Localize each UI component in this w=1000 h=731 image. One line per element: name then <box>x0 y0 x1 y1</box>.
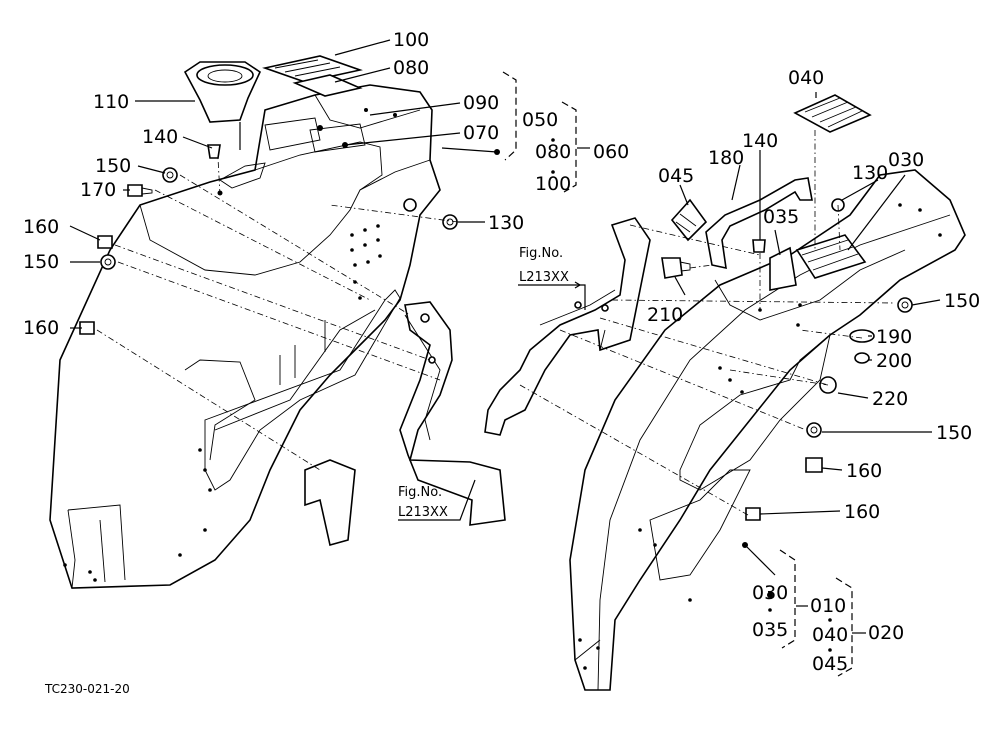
figure-reference-1: Fig.No. L213XX <box>519 246 569 285</box>
leader-lines <box>69 39 941 598</box>
callout-030: 030 <box>888 149 924 171</box>
callout-100: 100 <box>393 29 429 51</box>
grouping-brackets <box>502 71 853 677</box>
figure-reference-2: Fig.No. L213XX <box>398 485 448 520</box>
part-110-grip <box>183 61 262 123</box>
callout-160: 160 <box>23 216 59 238</box>
fig-ref-label: Fig.No. <box>519 246 563 261</box>
callout-110: 110 <box>93 91 129 113</box>
callout-060: 060 <box>593 141 629 163</box>
callout-160-r2: 160 <box>844 501 880 523</box>
fig-ref-code: L213XX <box>398 505 448 520</box>
callout-170: 170 <box>80 179 116 201</box>
callout-160-r: 160 <box>846 460 882 482</box>
callout-140: 140 <box>142 126 178 148</box>
callout-035: 035 <box>763 206 799 228</box>
fig-ref-label: Fig.No. <box>398 485 442 500</box>
callout-150-b: 150 <box>23 251 59 273</box>
callout-010: 010 <box>810 595 846 617</box>
callout-045: 045 <box>658 165 694 187</box>
callout-180: 180 <box>708 147 744 169</box>
callout-040: 040 <box>788 67 824 89</box>
callout-220: 220 <box>872 388 908 410</box>
callout-160-b: 160 <box>23 317 59 339</box>
callout-130-r: 130 <box>852 162 888 184</box>
callout-100-sub: 100 <box>535 173 571 195</box>
right-fasteners <box>661 198 913 521</box>
fig-ref-code: L213XX <box>519 270 569 285</box>
callout-080: 080 <box>393 57 429 79</box>
right-hole-pattern <box>578 203 942 670</box>
callout-020: 020 <box>868 622 904 644</box>
callout-035-sub: 035 <box>752 619 788 641</box>
callout-150-r: 150 <box>944 290 980 312</box>
callout-050: 050 <box>522 109 558 131</box>
left-bracket <box>304 301 506 546</box>
callout-045-sub: 045 <box>812 653 848 675</box>
diagram-code: TC230-021-20 <box>44 682 130 696</box>
callout-140-r: 140 <box>742 130 778 152</box>
projection-lines <box>96 130 896 516</box>
callout-070: 070 <box>463 122 499 144</box>
left-fender <box>49 84 441 589</box>
callout-190: 190 <box>876 326 912 348</box>
part-180-grab-handle <box>705 177 813 270</box>
callout-200: 200 <box>876 350 912 372</box>
right-bracket <box>484 217 651 436</box>
callout-030-sub: 030 <box>752 582 788 604</box>
callout-labels: 100 080 110 090 050 140 070 080 060 150 … <box>23 29 980 675</box>
right-fender <box>569 169 966 691</box>
callout-040-sub: 040 <box>812 624 848 646</box>
callout-080-sub: 080 <box>535 141 571 163</box>
callout-150: 150 <box>95 155 131 177</box>
callout-130: 130 <box>488 212 524 234</box>
callout-150-r2: 150 <box>936 422 972 444</box>
right-decals <box>670 94 872 291</box>
callout-210: 210 <box>647 304 683 326</box>
callout-090: 090 <box>463 92 499 114</box>
left-decals <box>262 55 363 97</box>
